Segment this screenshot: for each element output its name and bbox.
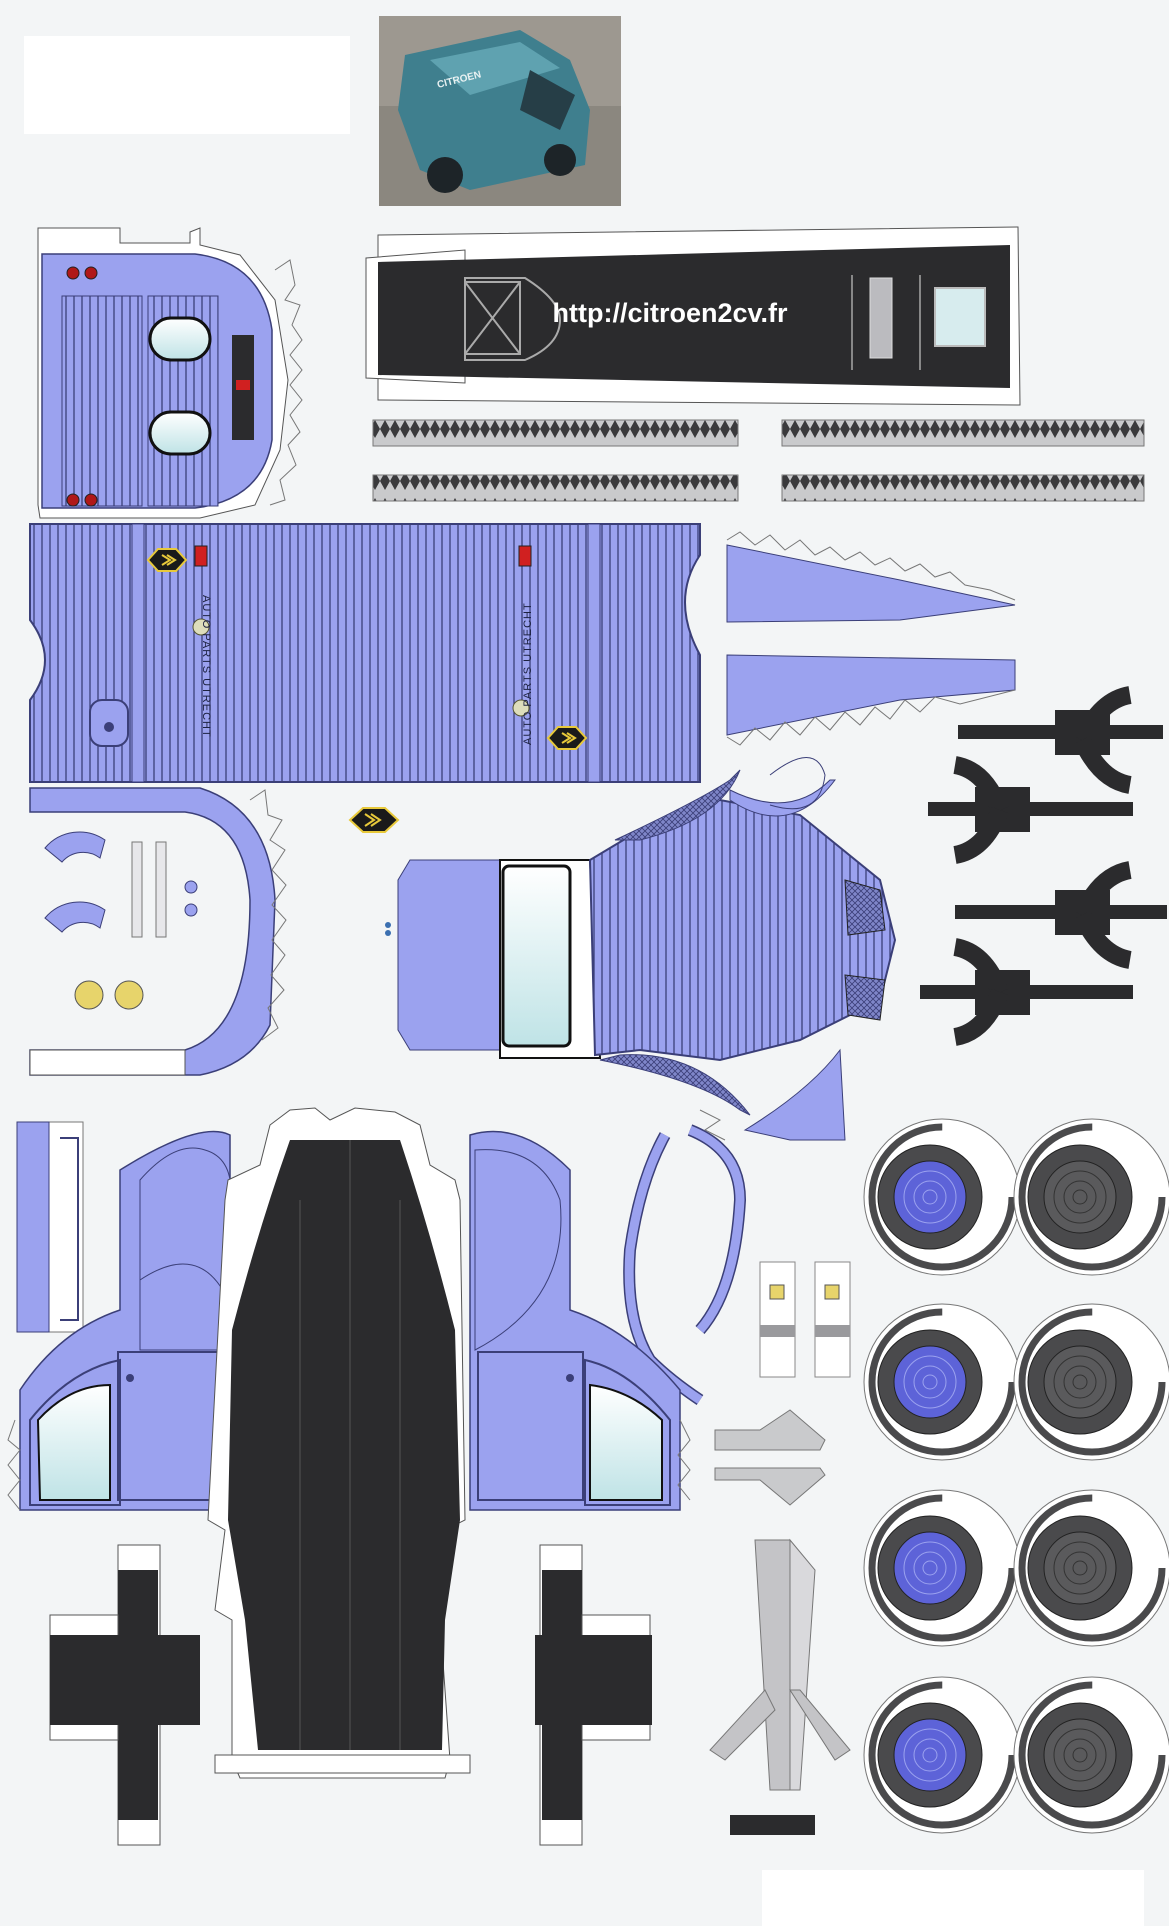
hood-panel: [385, 757, 897, 1141]
mirror-parts: [759, 1261, 851, 1378]
seat-box-right: [535, 1544, 652, 1846]
seat-box-left: [49, 1544, 200, 1846]
chassis-frame: [709, 1538, 851, 1835]
side-body-panel: [29, 523, 701, 783]
wheel: [1013, 1676, 1169, 1834]
wheel: [863, 1118, 1021, 1276]
side-label-right: AUTO PARTS UTRECHT: [522, 602, 534, 745]
rear-window-lower: [148, 410, 212, 456]
blank-footer-area: [762, 1870, 1144, 1926]
rear-window-upper: [148, 316, 212, 362]
wheel: [1013, 1489, 1169, 1647]
fender-panel: [29, 787, 400, 1076]
wheels: [863, 1118, 1169, 1834]
wheel: [1013, 1118, 1169, 1276]
blank-label-area: [24, 36, 350, 134]
left-door-panel: [7, 1121, 232, 1511]
right-door-panel: [469, 1130, 691, 1511]
wheel: [863, 1676, 1021, 1834]
side-label-left: AUTO PARTS UTRECHT: [200, 595, 212, 738]
floor-panel: [207, 1107, 471, 1779]
rear-panel: [37, 227, 303, 519]
website-url: http://citroen2cv.fr: [552, 298, 788, 328]
axle-parts: [920, 686, 1167, 1046]
wheel: [863, 1303, 1021, 1461]
fender-strips: [726, 531, 1016, 746]
bumper-parts: [714, 1409, 826, 1506]
reference-photo: CITROEN: [379, 16, 621, 206]
tire-tread-strips: [372, 419, 1145, 502]
wheel: [1013, 1303, 1169, 1461]
wheel: [863, 1489, 1021, 1647]
windshield: [501, 864, 572, 1048]
roof-panel: [365, 226, 1021, 406]
